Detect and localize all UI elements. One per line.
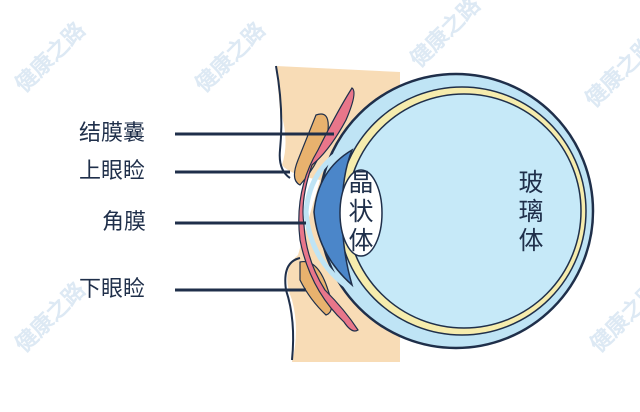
label-cornea: 角膜 — [102, 210, 147, 235]
lens — [339, 169, 383, 257]
cornea-outer — [303, 142, 354, 293]
label-upper-eyelid: 上眼睑 — [79, 159, 146, 184]
label-conjunctival-sac: 结膜囊 — [79, 121, 146, 146]
label-vitreous: 玻璃体 — [518, 168, 544, 255]
label-lower-eyelid: 下眼睑 — [79, 277, 146, 302]
conjunctiva — [298, 87, 359, 332]
label-lens: 晶状体 — [348, 168, 374, 255]
